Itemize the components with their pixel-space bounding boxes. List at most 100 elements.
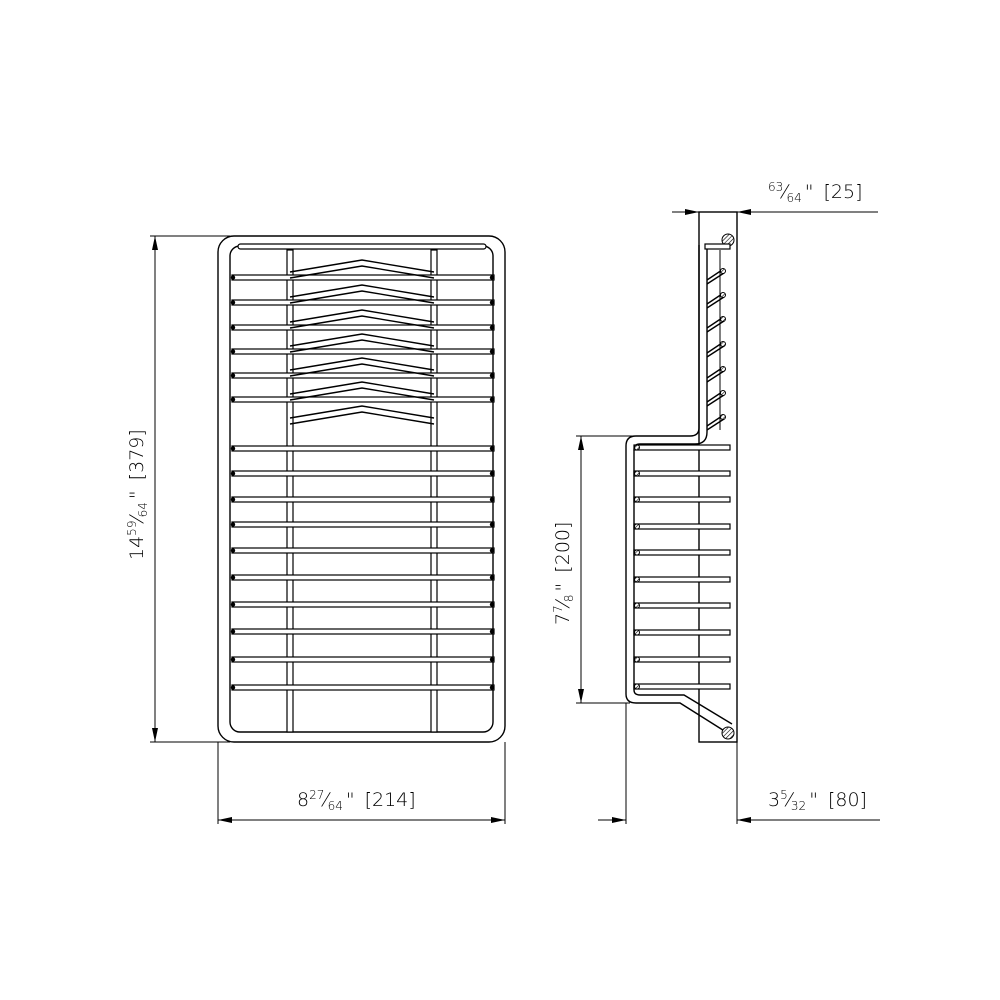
horizontal-rod [231, 324, 495, 331]
rod-end [230, 349, 236, 354]
rod-section [634, 683, 640, 690]
top-rod [237, 243, 487, 250]
rod-end [489, 471, 495, 476]
rod-end [230, 629, 236, 634]
rod-section [634, 470, 640, 477]
rod-end [489, 497, 495, 502]
rod-end [489, 602, 495, 607]
width-label: 827⁄64"[214] [297, 788, 416, 813]
side-horizontal-rod [633, 523, 731, 530]
rod-section [634, 523, 640, 530]
chevron-wire [289, 284, 435, 298]
rod-section [720, 390, 726, 396]
side-horizontal-rod [633, 656, 731, 663]
horizontal-rod [231, 684, 495, 691]
angled-rod [706, 370, 725, 383]
angled-rod [706, 320, 725, 333]
horizontal-rod [231, 348, 495, 355]
angled-rod [706, 391, 723, 403]
chevron-wire [289, 405, 435, 419]
height-label: 1459⁄64"[379] [125, 429, 150, 560]
top-depth-label: 63⁄64"[25] [768, 180, 863, 205]
rod-end [489, 522, 495, 527]
front-view [217, 235, 506, 743]
rod-end [489, 685, 495, 690]
chevron-wire [289, 381, 435, 395]
lower-height-label: 77⁄8"[200] [551, 522, 576, 625]
rod-end [230, 685, 236, 690]
rod-section [720, 292, 726, 298]
dimension-height: 1459⁄64"[379] [125, 235, 230, 743]
chevron-wire [289, 411, 435, 425]
side-horizontal-rod [633, 683, 731, 690]
depth-label: 35⁄32"[80] [768, 788, 867, 813]
rod-end [489, 548, 495, 553]
rod-end [489, 446, 495, 451]
rod-end [230, 325, 236, 330]
rod-end [230, 548, 236, 553]
rod-end [230, 275, 236, 280]
rod-section [634, 576, 640, 583]
rear-plate [698, 211, 738, 743]
rod-end [230, 497, 236, 502]
rod-section [634, 656, 640, 663]
chevron-wire [289, 333, 435, 347]
side-horizontal-rod [633, 602, 731, 609]
angled-rod [706, 394, 725, 407]
angled-rod [706, 272, 725, 285]
side-frame-inner [633, 245, 733, 725]
horizontal-rod [231, 574, 495, 581]
dimension-width: 827⁄64"[214] [217, 742, 506, 824]
rod-section [720, 414, 726, 420]
angled-rod [706, 418, 725, 431]
chevron-wire [289, 357, 435, 371]
horizontal-rod [231, 628, 495, 635]
angled-rod [706, 342, 723, 354]
top-side-rod [704, 243, 731, 250]
rod-section [634, 549, 640, 556]
outer-frame [217, 235, 506, 743]
dimension-depth: 35⁄32"[80] [598, 703, 880, 824]
rod-section [634, 444, 640, 451]
angled-rod [706, 269, 723, 281]
side-horizontal-rod [633, 444, 731, 451]
bottom-rod-section [721, 726, 735, 740]
rod-end [230, 471, 236, 476]
chevron-wire [289, 309, 435, 323]
horizontal-rod [231, 656, 495, 663]
vertical-rod-left [286, 249, 294, 733]
chevron-wire [289, 290, 435, 304]
side-view [625, 211, 738, 743]
horizontal-rod [231, 601, 495, 608]
rod-section [720, 341, 726, 347]
rod-section [720, 366, 726, 372]
horizontal-rod [231, 547, 495, 554]
horizontal-rod [231, 445, 495, 452]
rod-section [720, 316, 726, 322]
rod-end [489, 575, 495, 580]
horizontal-rod [231, 496, 495, 503]
side-frame-outer [625, 245, 727, 733]
side-horizontal-rod [633, 549, 731, 556]
horizontal-rod [231, 274, 495, 281]
rod-end [489, 275, 495, 280]
rod-end [489, 373, 495, 378]
chevron-wire [289, 265, 435, 279]
chevron-wire [289, 363, 435, 377]
rod-end [489, 300, 495, 305]
side-horizontal-rod [633, 470, 731, 477]
rod-end [230, 446, 236, 451]
vertical-rod-right [430, 249, 438, 733]
rod-end [230, 373, 236, 378]
rod-section [634, 629, 640, 636]
angled-rod [706, 293, 723, 305]
rod-section [634, 602, 640, 609]
angled-rod [706, 345, 725, 358]
rod-end [230, 602, 236, 607]
horizontal-rod [231, 372, 495, 379]
angled-rod [706, 296, 725, 309]
side-horizontal-rod [633, 576, 731, 583]
dimension-top-depth: 63⁄64"[25] [672, 180, 878, 215]
rod-end [489, 657, 495, 662]
